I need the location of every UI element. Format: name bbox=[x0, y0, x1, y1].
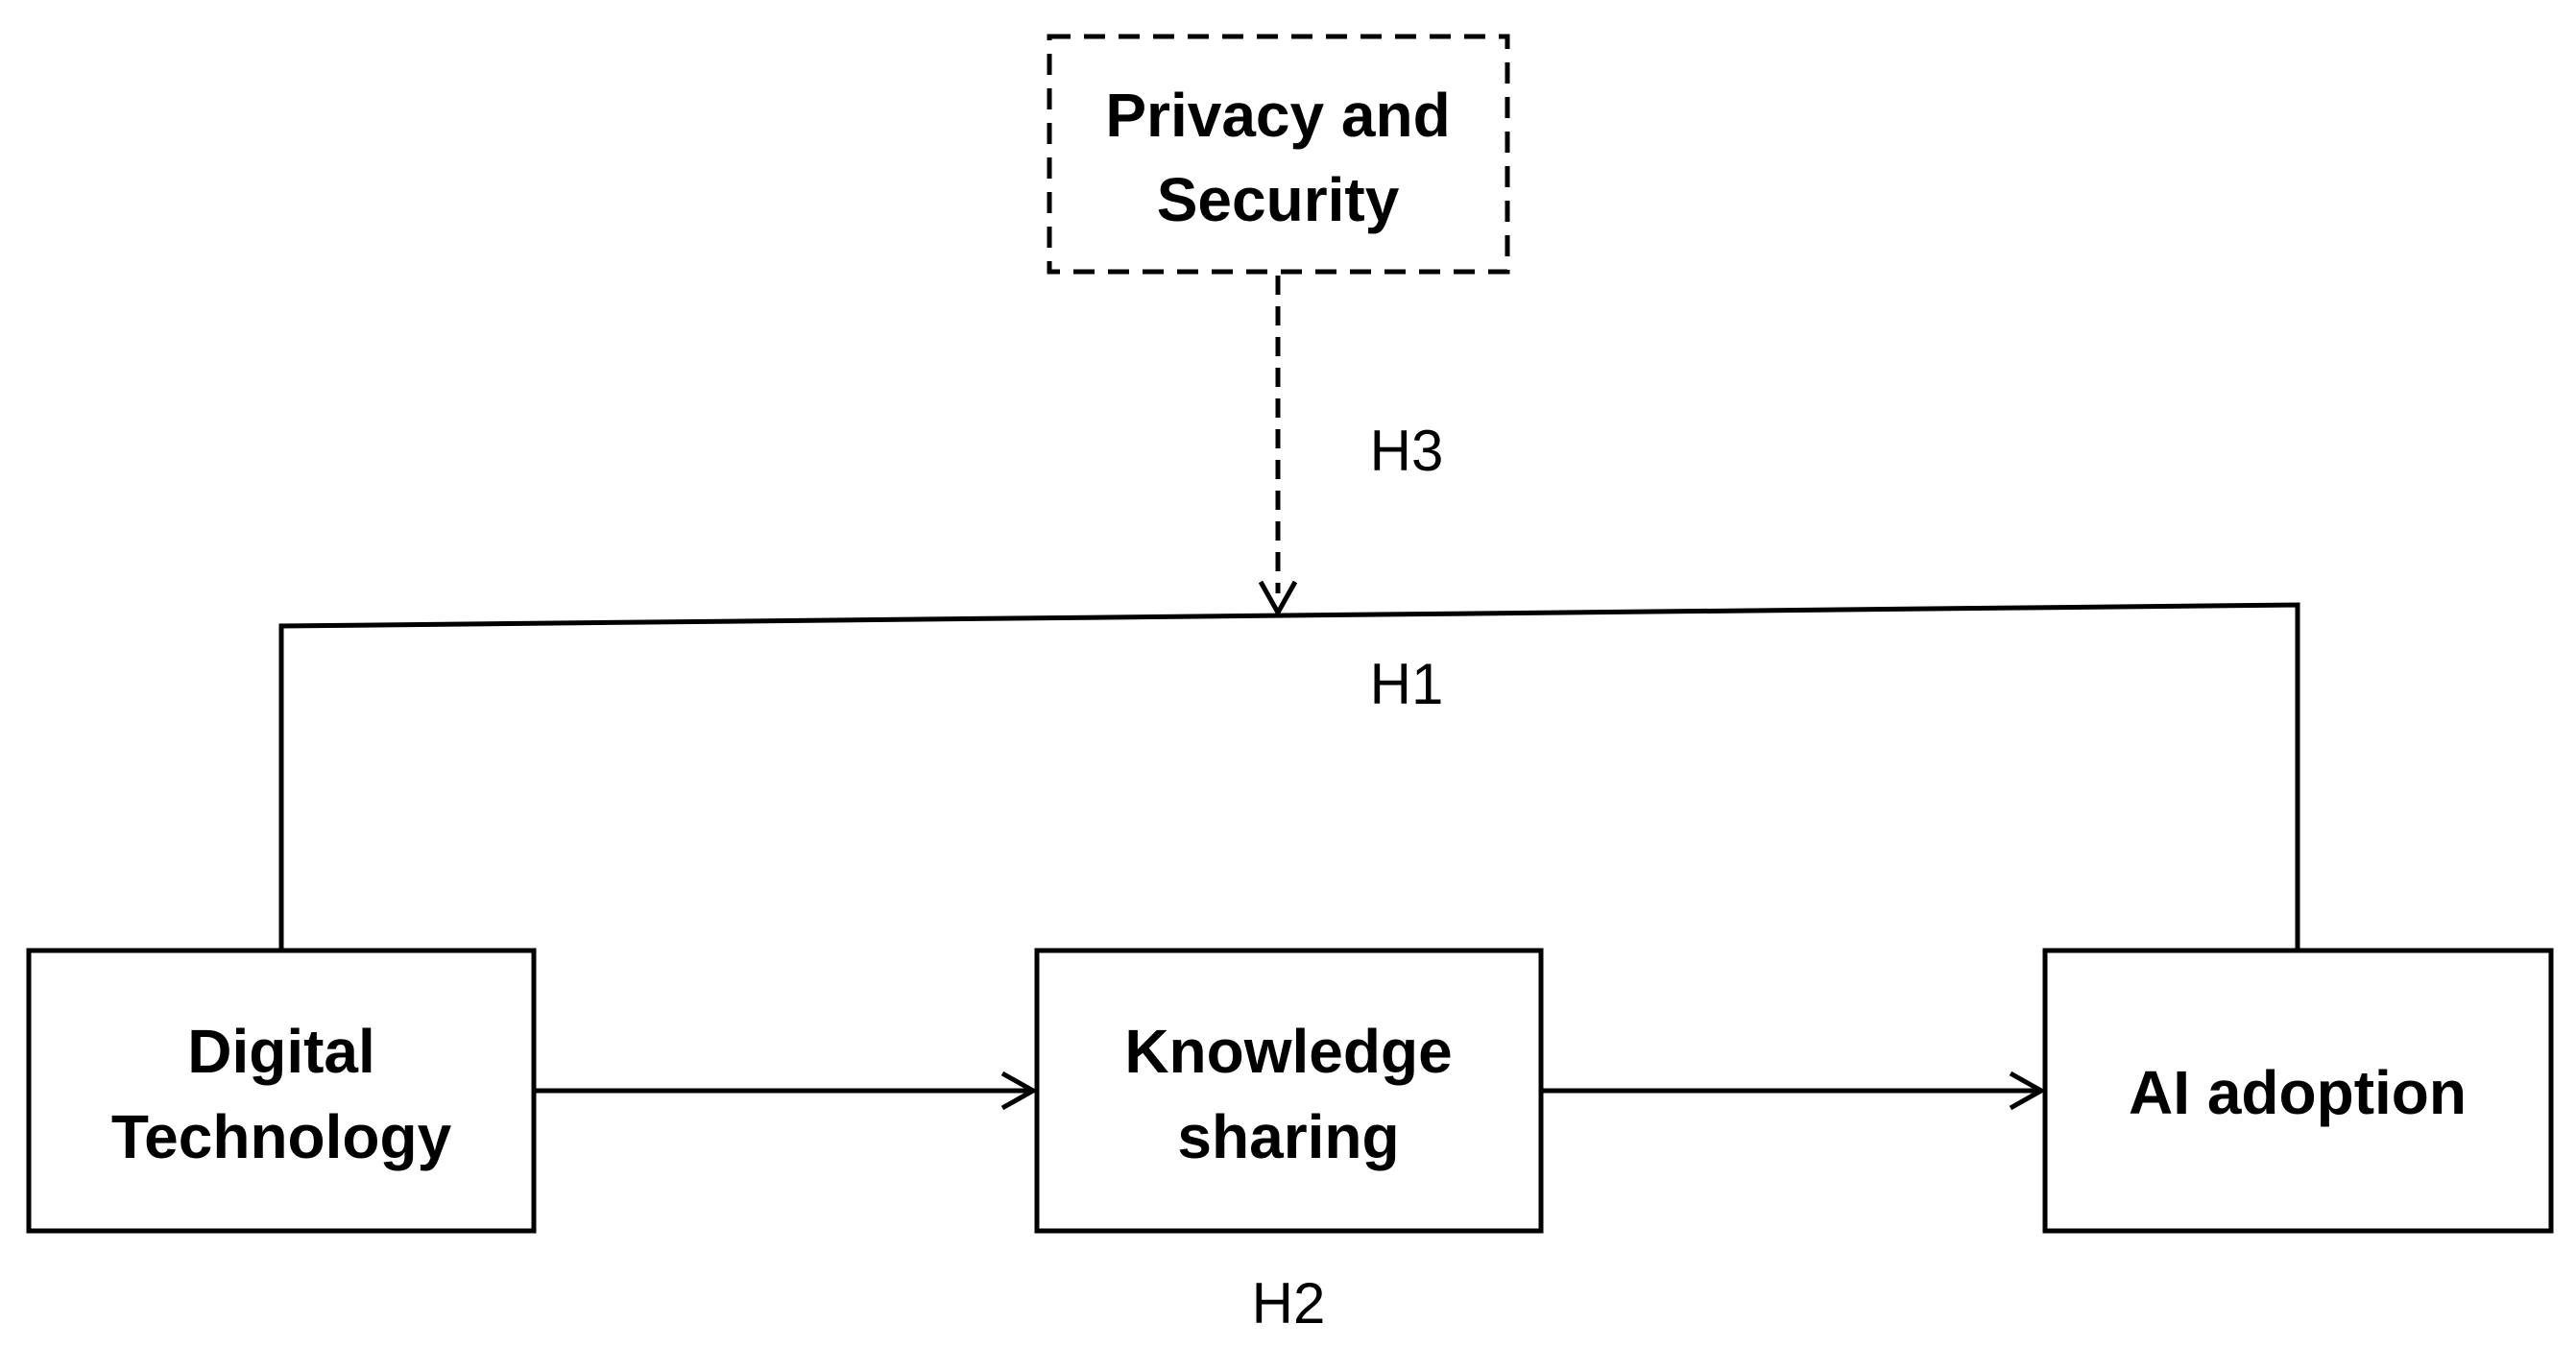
h3-moderation-arrow bbox=[1258, 276, 1298, 618]
knowledge-sharing-label-line1: Knowledge bbox=[1124, 1017, 1452, 1086]
h2-label: H2 bbox=[1252, 1271, 1326, 1336]
digital-technology-label-line2: Technology bbox=[111, 1102, 452, 1171]
h1-label: H1 bbox=[1370, 652, 1444, 716]
h1-direct-path bbox=[278, 602, 2300, 951]
ai-adoption-node: AI adoption bbox=[2042, 948, 2554, 1234]
privacy-security-label-line2: Security bbox=[1157, 165, 1400, 234]
digital-technology-node: Digital Technology bbox=[26, 948, 537, 1234]
ai-adoption-label: AI adoption bbox=[2129, 1058, 2467, 1127]
digital-technology-label-line1: Digital bbox=[187, 1017, 375, 1086]
knowledge-to-ai-arrow bbox=[1541, 1071, 2047, 1111]
privacy-security-label-line1: Privacy and bbox=[1105, 81, 1450, 150]
digital-to-knowledge-arrow bbox=[534, 1071, 1039, 1111]
h3-label: H3 bbox=[1370, 419, 1444, 483]
knowledge-sharing-node: Knowledge sharing bbox=[1034, 948, 1544, 1234]
privacy-security-node: Privacy and Security bbox=[1047, 34, 1510, 275]
knowledge-sharing-label-line2: sharing bbox=[1177, 1102, 1399, 1171]
